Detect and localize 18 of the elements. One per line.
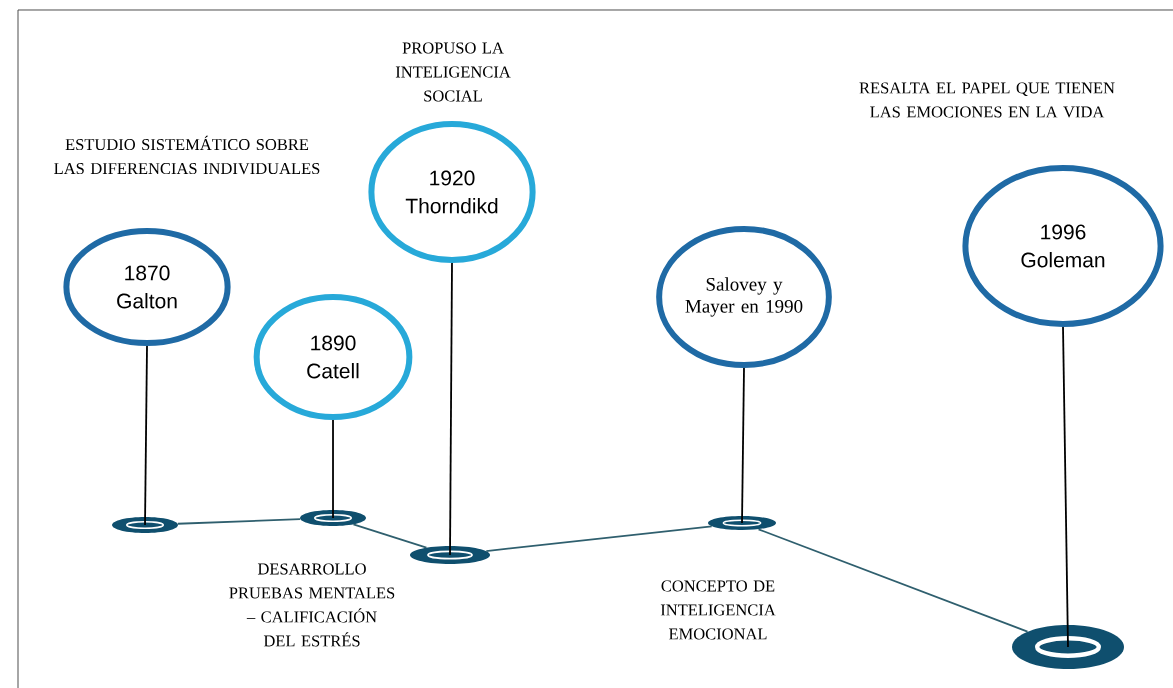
connector-line — [1062, 326, 1069, 648]
timeline-marker — [112, 517, 178, 533]
timeline-line — [757, 528, 1029, 633]
description-text: DESARROLLO PRUEBAS MENTALES – CALIFICACIÓN DEL ESTRÉS — [229, 563, 395, 647]
timeline-line — [176, 518, 302, 525]
timeline-marker — [1012, 625, 1124, 669]
description-text: RESALTA EL PAPEL QUE TIENEN LAS EMOCIONES EN LA VIDA — [859, 82, 1115, 118]
connector-line — [449, 262, 453, 556]
connector-line — [332, 419, 334, 519]
description-text: ESTUDIO SISTEMÁTICO SOBRE LAS DIFERENCIAS INDIVIDUALES — [54, 135, 320, 175]
description-text: PROPUSO LA INTELIGENCIA SOCIAL — [395, 42, 511, 102]
connector-line — [741, 367, 745, 524]
timeline-line — [485, 525, 713, 552]
timeline-marker — [410, 546, 490, 564]
timeline-line — [352, 523, 428, 549]
connector-line — [144, 345, 148, 526]
description-text: CONCEPTO DE INTELIGENCIA EMOCIONAL — [660, 580, 776, 640]
timeline-marker — [300, 510, 366, 526]
